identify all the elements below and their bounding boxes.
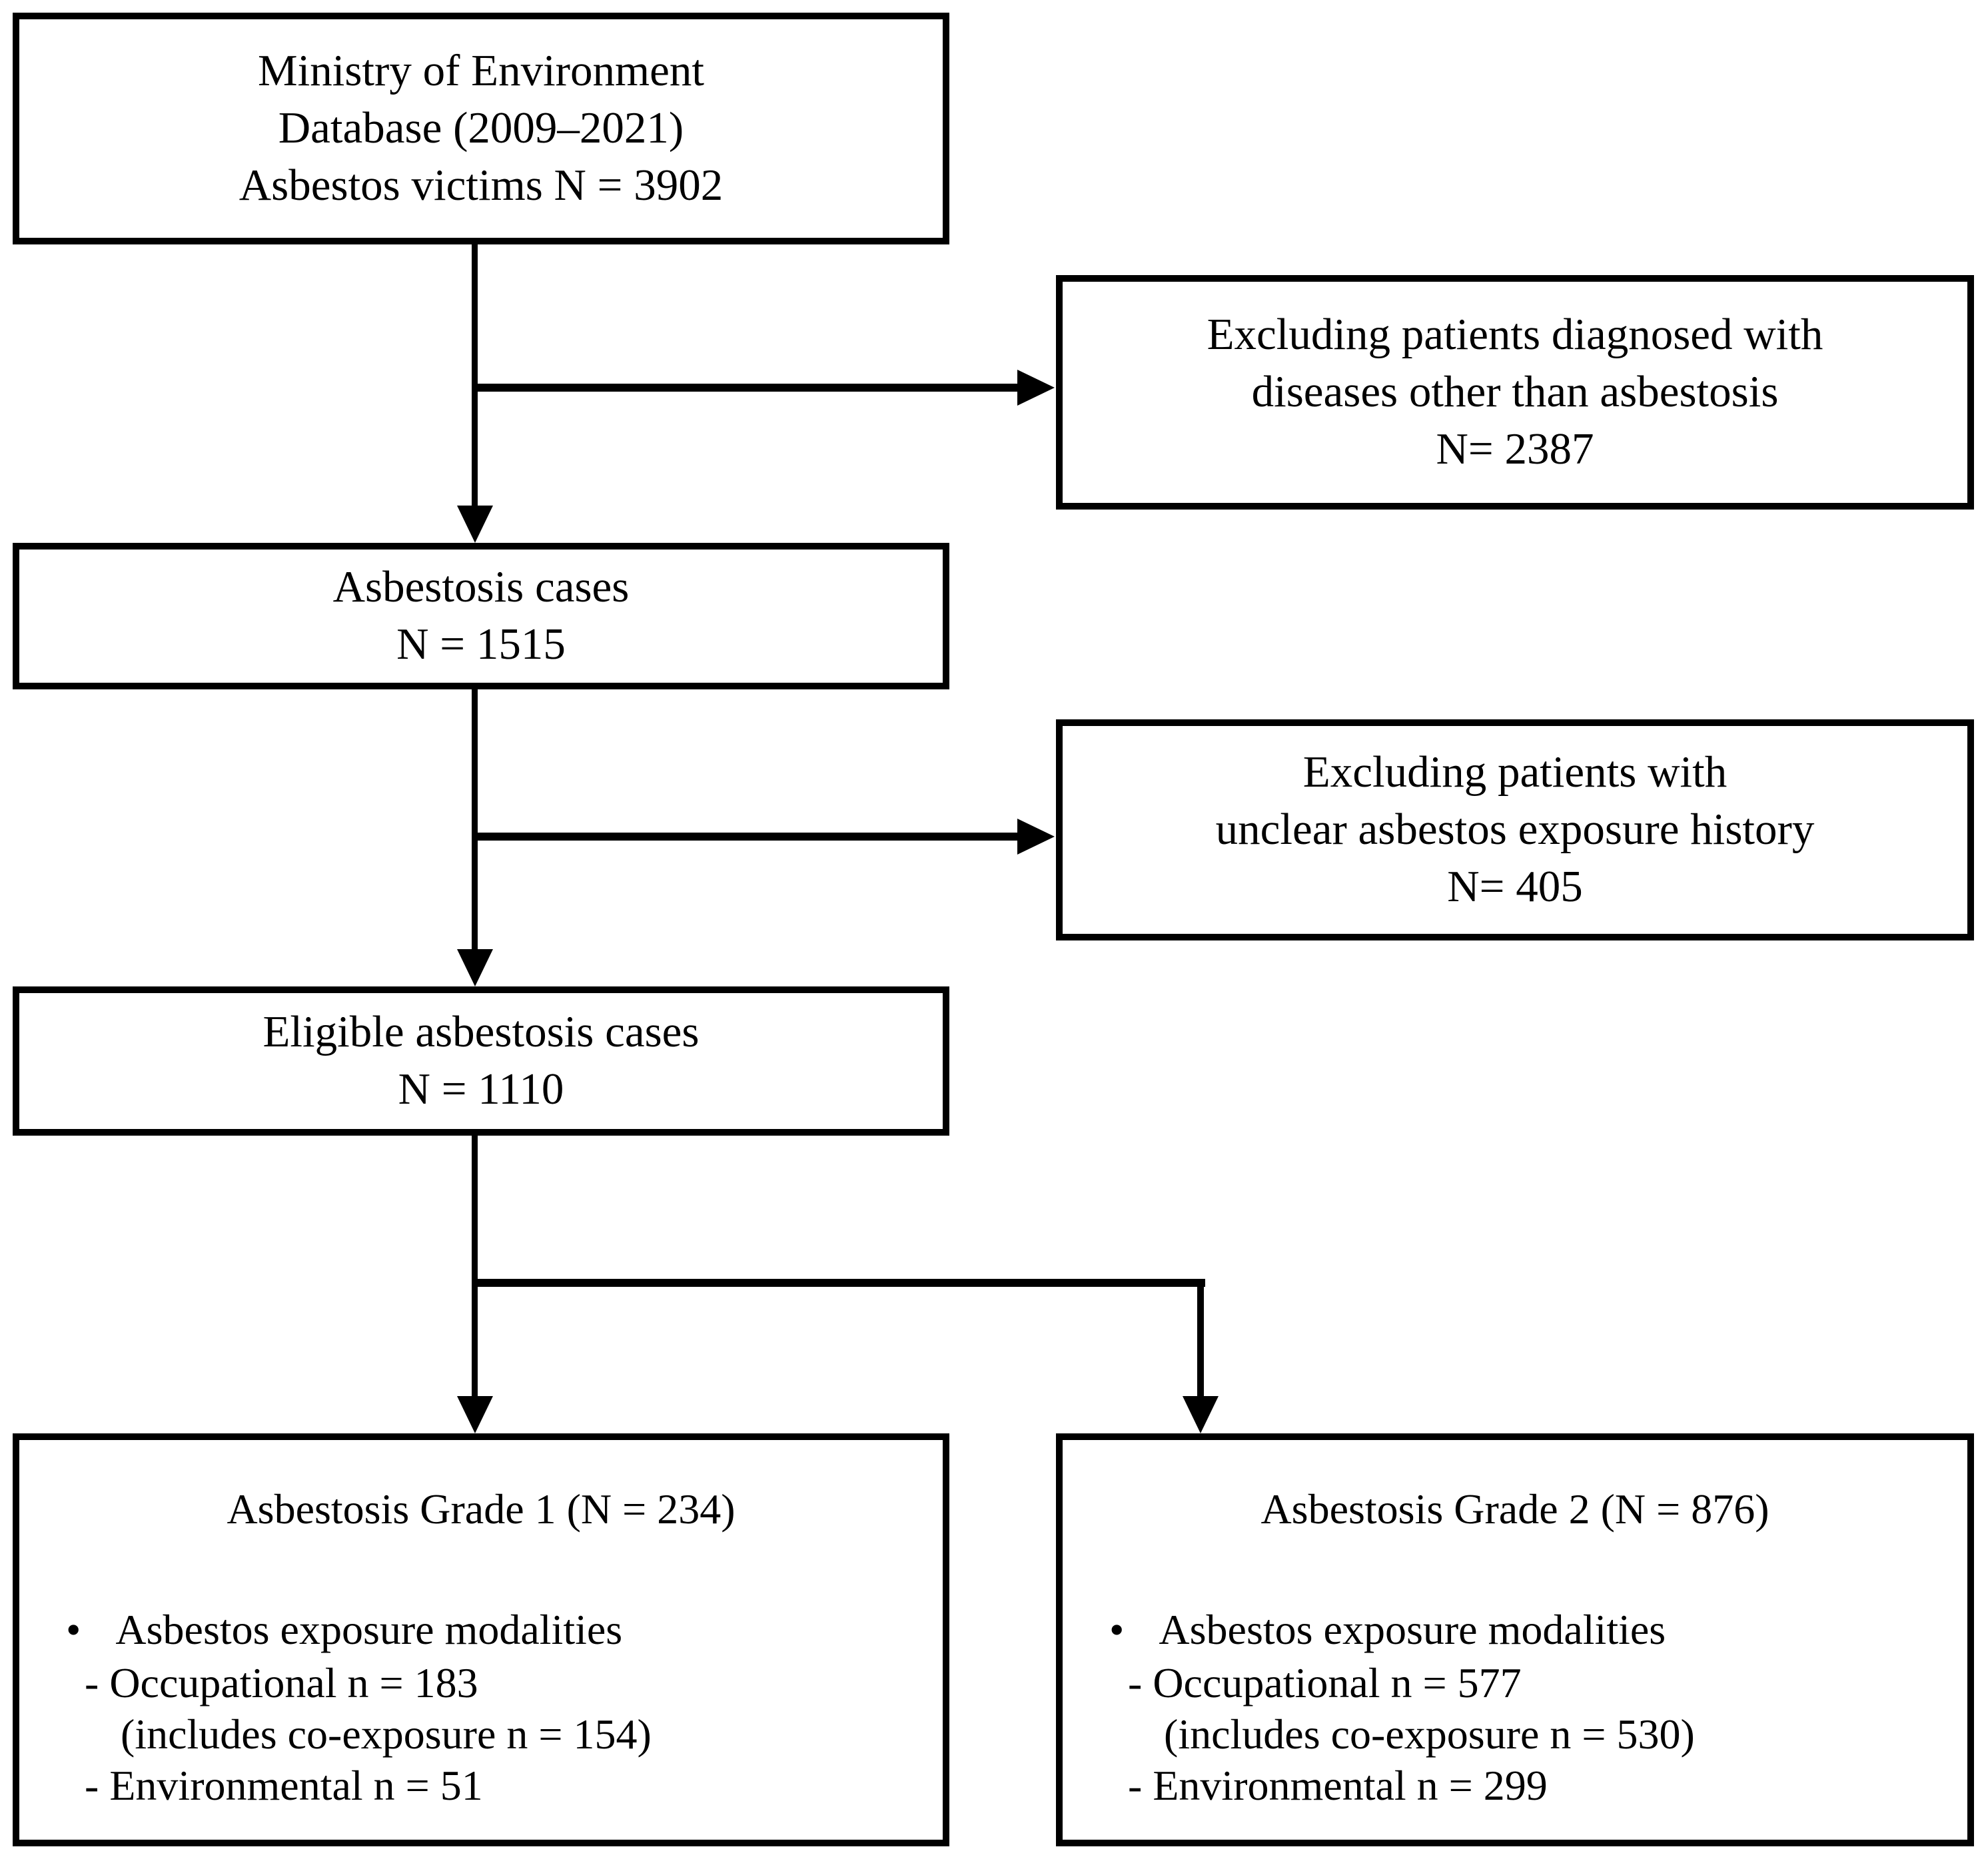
asbestosis-cases-box: Asbestosis cases N = 1515 — [13, 543, 949, 689]
grade1-box: Asbestosis Grade 1 (N = 234) • Asbestos … — [13, 1433, 949, 1846]
source-line-1: Ministry of Environment — [258, 46, 704, 96]
source-database-box: Ministry of Environment Database (2009–2… — [13, 13, 949, 244]
bullet-icon: • — [66, 1605, 81, 1653]
grade1-bullet-row: • Asbestos exposure modalities — [43, 1605, 919, 1656]
split-horizontal-line — [472, 1279, 1205, 1287]
exclusion1-line-1: Excluding patients diagnosed with — [1207, 310, 1823, 360]
source-line-2: Database (2009–2021) — [278, 103, 684, 153]
connector-eligible-to-grade1-line — [472, 1136, 478, 1399]
exclusion1-line-2: diseases other than asbestosis — [1251, 367, 1779, 417]
source-line-3: Asbestos victims N = 3902 — [239, 160, 724, 210]
exclusion-unclear-exposure-box: Excluding patients with unclear asbestos… — [1056, 719, 1974, 940]
eligible-line-1: Eligible asbestosis cases — [262, 1007, 700, 1057]
cases-line-2: N = 1515 — [396, 619, 566, 669]
eligible-line-2: N = 1110 — [398, 1064, 564, 1114]
bullet-icon: • — [1109, 1605, 1125, 1653]
exclusion1-line-3: N= 2387 — [1436, 424, 1594, 474]
grade2-item-coexposure: (includes co-exposure n = 530) — [1164, 1710, 1695, 1758]
arrowhead-to-exclusion2-icon — [1017, 819, 1055, 855]
connector-source-to-cases-line — [472, 244, 478, 508]
cases-line-1: Asbestosis cases — [332, 562, 630, 612]
exclusion-other-diseases-box: Excluding patients diagnosed with diseas… — [1056, 275, 1974, 510]
arrowhead-to-exclusion1-icon — [1017, 370, 1055, 406]
exclusion2-line-2: unclear asbestos exposure history — [1215, 805, 1815, 855]
grade2-bullet-row: • Asbestos exposure modalities — [1087, 1605, 1943, 1656]
grade2-bullet-text: Asbestos exposure modalities — [1159, 1605, 1666, 1653]
branch-to-exclusion2-line — [472, 833, 1019, 841]
exclusion2-line-1: Excluding patients with — [1302, 747, 1728, 797]
grade2-title: Asbestosis Grade 2 (N = 876) — [1260, 1485, 1769, 1533]
arrowhead-to-eligible-icon — [457, 949, 493, 986]
arrowhead-to-grade2-icon — [1183, 1396, 1219, 1433]
grade2-item-environmental: - Environmental n = 299 — [1128, 1762, 1548, 1810]
arrowhead-to-grade1-icon — [457, 1396, 493, 1433]
grade2-item-occupational: - Occupational n = 577 — [1128, 1659, 1522, 1706]
connector-cases-to-eligible-line — [472, 689, 478, 950]
grade1-item-coexposure: (includes co-exposure n = 154) — [121, 1710, 652, 1758]
grade1-title: Asbestosis Grade 1 (N = 234) — [227, 1485, 736, 1533]
grade1-item-occupational: - Occupational n = 183 — [85, 1659, 478, 1706]
exclusion2-line-3: N= 405 — [1447, 861, 1583, 911]
grade2-box: Asbestosis Grade 2 (N = 876) • Asbestos … — [1056, 1433, 1974, 1846]
grade1-bullet-text: Asbestos exposure modalities — [115, 1605, 623, 1653]
arrowhead-to-cases-icon — [457, 506, 493, 543]
eligible-cases-box: Eligible asbestosis cases N = 1110 — [13, 986, 949, 1136]
grade1-item-environmental: - Environmental n = 51 — [85, 1762, 483, 1810]
branch-to-exclusion1-line — [472, 384, 1019, 392]
connector-split-to-grade2-line — [1197, 1279, 1204, 1399]
